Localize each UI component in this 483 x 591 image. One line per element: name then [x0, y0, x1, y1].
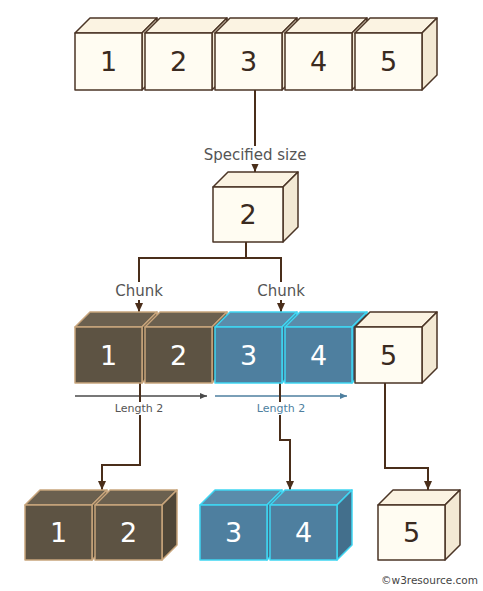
number-cube: 2	[95, 490, 177, 560]
cube-number: 5	[355, 327, 422, 383]
cube-face	[378, 505, 445, 560]
cube-face	[445, 490, 460, 560]
cube-number: 2	[95, 505, 162, 560]
cube-number: 4	[285, 327, 352, 383]
cube-number: 3	[200, 505, 267, 560]
number-cube: 5	[355, 312, 437, 383]
flow-arrow	[102, 383, 140, 490]
cube-face	[337, 490, 352, 560]
size-label: Specified size	[202, 146, 309, 164]
cube-face	[355, 327, 422, 383]
cube-number: 5	[355, 33, 422, 90]
cube-face	[285, 33, 352, 90]
cube-number: 2	[145, 33, 212, 90]
flow-arrow	[139, 242, 246, 312]
cube-number: 2	[145, 327, 212, 383]
flow-arrow	[280, 383, 290, 490]
cube-number: 5	[378, 505, 445, 560]
cube-face	[285, 327, 352, 383]
cube-number: 3	[215, 327, 282, 383]
cube-number: 3	[215, 33, 282, 90]
cube-face	[213, 187, 283, 242]
cube-number: 1	[25, 505, 92, 560]
cube-face	[200, 505, 267, 560]
cube-face	[355, 33, 422, 90]
number-cube: 2	[213, 172, 298, 242]
number-cube: 5	[378, 490, 460, 560]
flow-arrow	[385, 383, 428, 490]
cube-face	[422, 18, 437, 90]
flow-arrow	[246, 242, 281, 312]
cube-number: 1	[75, 327, 142, 383]
cube-face	[270, 505, 337, 560]
length-label: Length 2	[113, 402, 165, 415]
cube-face	[215, 33, 282, 90]
chunk-label: Chunk	[255, 282, 307, 300]
length-label: Length 2	[255, 402, 307, 415]
cube-face	[162, 490, 177, 560]
cube-face	[145, 33, 212, 90]
cube-number: 1	[75, 33, 142, 90]
cube-face	[95, 505, 162, 560]
cube-face	[25, 505, 92, 560]
cube-face	[422, 312, 437, 383]
cube-number: 2	[213, 187, 283, 242]
cube-face	[215, 327, 282, 383]
cube-face	[145, 327, 212, 383]
cube-number: 4	[270, 505, 337, 560]
number-cube: 4	[270, 490, 352, 560]
watermark: ©w3resource.com	[379, 574, 480, 586]
cube-face	[283, 172, 298, 242]
cube-face	[75, 33, 142, 90]
cube-face	[75, 327, 142, 383]
chunk-label: Chunk	[113, 282, 165, 300]
cube-number: 4	[285, 33, 352, 90]
number-cube: 5	[355, 18, 437, 90]
